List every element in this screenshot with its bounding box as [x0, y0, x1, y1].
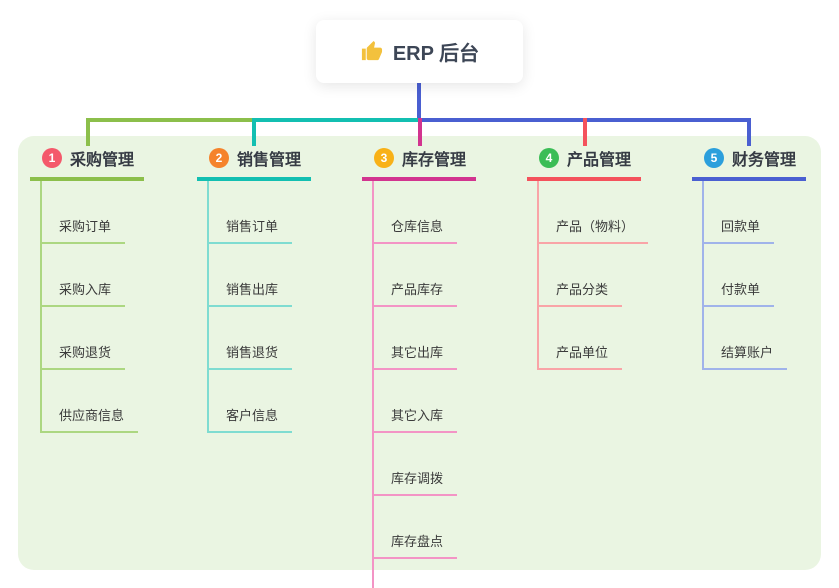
branch-finance-children: 回款单 付款单 结算账户 — [702, 181, 788, 370]
node-sales-return[interactable]: 销售退货 — [209, 307, 293, 370]
node-receipt-bill[interactable]: 回款单 — [704, 181, 775, 244]
node-payment-bill[interactable]: 付款单 — [704, 244, 775, 307]
drop-line-stock — [418, 118, 422, 146]
branch-purchase-header[interactable]: 1 采购管理 — [30, 146, 145, 181]
branch-label: 销售管理 — [237, 152, 302, 169]
node-product-category[interactable]: 产品分类 — [539, 244, 623, 307]
node-other-outbound[interactable]: 其它出库 — [374, 307, 458, 370]
branch-sales: 2 销售管理 销售订单 销售出库 销售退货 客户信息 — [197, 146, 312, 433]
branch-purchase: 1 采购管理 采购订单 采购入库 采购退货 供应商信息 — [30, 146, 145, 433]
node-stock-transfer[interactable]: 库存调拨 — [374, 433, 458, 496]
branch-number-badge: 2 — [209, 148, 229, 168]
root-stem-line — [417, 83, 421, 119]
branch-finance-header[interactable]: 5 财务管理 — [692, 146, 807, 181]
branch-product-children: 产品（物料） 产品分类 产品单位 — [537, 181, 649, 370]
branch-label: 采购管理 — [70, 152, 135, 169]
node-sales-outbound[interactable]: 销售出库 — [209, 244, 293, 307]
branch-number-badge: 4 — [539, 148, 559, 168]
branch-sales-header[interactable]: 2 销售管理 — [197, 146, 312, 181]
branch-number-badge: 1 — [42, 148, 62, 168]
node-product-stock[interactable]: 产品库存 — [374, 244, 458, 307]
node-purchase-inbound[interactable]: 采购入库 — [42, 244, 126, 307]
branch-finance: 5 财务管理 回款单 付款单 结算账户 — [692, 146, 807, 370]
branch-product: 4 产品管理 产品（物料） 产品分类 产品单位 — [527, 146, 649, 370]
drop-line-purchase — [86, 118, 90, 146]
node-settlement-account[interactable]: 结算账户 — [704, 307, 788, 370]
node-purchase-return[interactable]: 采购退货 — [42, 307, 126, 370]
branch-number-badge: 5 — [704, 148, 724, 168]
branch-stock-header[interactable]: 3 库存管理 — [362, 146, 477, 181]
connector-segment-purchase — [86, 118, 254, 122]
node-warehouse-info[interactable]: 仓库信息 — [374, 181, 458, 244]
branch-number-badge: 3 — [374, 148, 394, 168]
node-product-unit[interactable]: 产品单位 — [539, 307, 623, 370]
node-customer-info[interactable]: 客户信息 — [209, 370, 293, 433]
branch-label: 库存管理 — [402, 152, 467, 169]
node-stock-taking[interactable]: 库存盘点 — [374, 496, 458, 559]
branch-sales-children: 销售订单 销售出库 销售退货 客户信息 — [207, 181, 293, 433]
node-sales-order[interactable]: 销售订单 — [209, 181, 293, 244]
drop-line-product — [583, 118, 587, 146]
node-other-inbound[interactable]: 其它入库 — [374, 370, 458, 433]
root-title: ERP 后台 — [392, 43, 480, 65]
branch-stock: 3 库存管理 仓库信息 产品库存 其它出库 其它入库 库存调拨 库存盘点 出库库… — [362, 146, 477, 588]
drop-line-sales — [252, 118, 256, 146]
node-supplier-info[interactable]: 供应商信息 — [42, 370, 139, 433]
branches-background-panel — [18, 136, 821, 570]
node-outbound-detail[interactable]: 出库库明细 — [374, 559, 470, 588]
drop-line-finance — [747, 118, 751, 146]
root-node[interactable]: ERP 后台 — [316, 20, 523, 83]
branch-product-header[interactable]: 4 产品管理 — [527, 146, 642, 181]
branch-label: 财务管理 — [732, 152, 797, 169]
thumbs-up-icon — [361, 40, 382, 61]
branch-label: 产品管理 — [567, 152, 632, 169]
node-purchase-order[interactable]: 采购订单 — [42, 181, 126, 244]
branch-stock-children: 仓库信息 产品库存 其它出库 其它入库 库存调拨 库存盘点 出库库明细 — [372, 181, 470, 588]
connector-segment-sales — [254, 118, 420, 122]
node-product-material[interactable]: 产品（物料） — [539, 181, 649, 244]
branch-purchase-children: 采购订单 采购入库 采购退货 供应商信息 — [40, 181, 139, 433]
